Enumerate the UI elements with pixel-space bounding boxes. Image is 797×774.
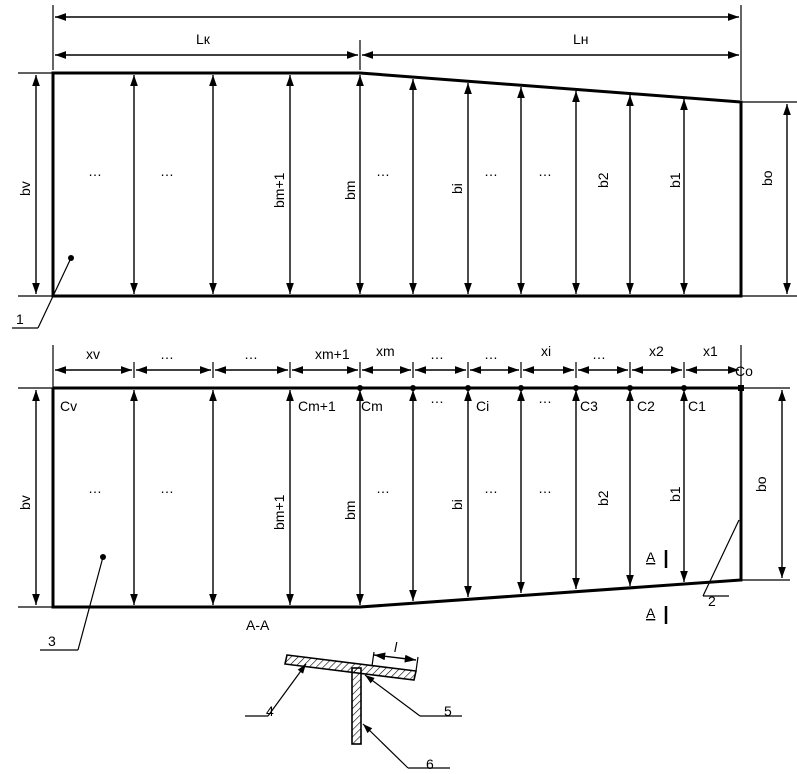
xi-label: xi xyxy=(541,343,551,359)
b-dots-3: … xyxy=(376,480,390,496)
top-bm1-label: bm+1 xyxy=(271,172,287,208)
callout-4-label: 4 xyxy=(266,703,274,719)
x-dots-5: … xyxy=(592,346,606,362)
top-dots-1: … xyxy=(88,163,102,179)
x-dots-4: … xyxy=(484,346,498,362)
top-b1-label: b1 xyxy=(667,172,683,188)
bottom-bo-label: bo xyxy=(753,476,769,492)
cv-label: Cv xyxy=(60,398,77,414)
b-dots-5: … xyxy=(538,480,552,496)
c-dots-2: … xyxy=(538,390,552,406)
svg-text:A: A xyxy=(646,605,656,621)
callout-1-label: 1 xyxy=(16,311,24,327)
x-dimension-chain xyxy=(55,362,739,378)
top-dots-3: … xyxy=(376,163,390,179)
flange-plate xyxy=(284,654,417,681)
svg-text:A: A xyxy=(646,549,656,565)
bottom-bi-label: bi xyxy=(449,499,465,510)
x-dots-3: … xyxy=(430,346,444,362)
top-plan-outline xyxy=(51,71,743,298)
top-b2-label: b2 xyxy=(595,172,611,188)
cm1-label: Cm+1 xyxy=(298,398,336,414)
bottom-bm1-label: bm+1 xyxy=(271,494,287,530)
section-mark-lower: A xyxy=(646,605,668,624)
top-bm-label: bm xyxy=(342,181,358,200)
bottom-bm-label: bm xyxy=(342,501,358,520)
c3-label: C3 xyxy=(580,398,598,414)
callout-3-label: 3 xyxy=(48,633,56,649)
ci-label: Ci xyxy=(476,398,489,414)
bottom-outline xyxy=(51,388,743,609)
x-dots-2: … xyxy=(244,346,258,362)
x-dots-1: … xyxy=(160,346,174,362)
bottom-segmented-view: xv … … xm+1 xm … … xi … x2 x1 Co Cv Cm+1… xyxy=(17,343,790,651)
section-title: A-A xyxy=(246,617,270,633)
top-dots-5: … xyxy=(538,163,552,179)
c-dots-1: … xyxy=(430,390,444,406)
top-bv-label: bv xyxy=(17,181,33,196)
bottom-b2-label: b2 xyxy=(595,490,611,506)
l-dimension xyxy=(373,652,417,663)
top-plan-view: Lк Lн bv bo … … bm+1 bm … bi … … b2 b1 xyxy=(12,5,797,329)
bottom-bv-label: bv xyxy=(17,495,33,510)
c1-label: C1 xyxy=(688,398,706,414)
callout-6-label: 6 xyxy=(426,756,434,772)
section-mark-upper: A xyxy=(646,549,668,568)
cm-label: Cm xyxy=(361,398,383,414)
section-a-a: A-A l 4 5 6 xyxy=(245,617,462,772)
top-dots-2: … xyxy=(160,163,174,179)
lk-label: Lк xyxy=(196,31,211,47)
xv-label: xv xyxy=(86,346,100,362)
co-label: Co xyxy=(735,363,753,379)
node-points xyxy=(357,385,744,391)
callout-2-label: 2 xyxy=(708,593,716,609)
x2-label: x2 xyxy=(649,343,664,359)
b-dots-4: … xyxy=(484,480,498,496)
l-label: l xyxy=(394,639,398,655)
top-bi-label: bi xyxy=(449,183,465,194)
top-dots-4: … xyxy=(484,163,498,179)
bottom-b1-label: b1 xyxy=(667,486,683,502)
x1-label: x1 xyxy=(703,343,718,359)
web-plate xyxy=(351,667,362,745)
xm-label: xm xyxy=(376,343,395,359)
b-dots-2: … xyxy=(160,480,174,496)
xm1-label: xm+1 xyxy=(315,346,350,362)
lh-label: Lн xyxy=(573,31,589,47)
c2-label: C2 xyxy=(637,398,655,414)
b-dots-1: … xyxy=(88,480,102,496)
callout-5-label: 5 xyxy=(444,703,452,719)
top-bo-label: bo xyxy=(759,170,775,186)
